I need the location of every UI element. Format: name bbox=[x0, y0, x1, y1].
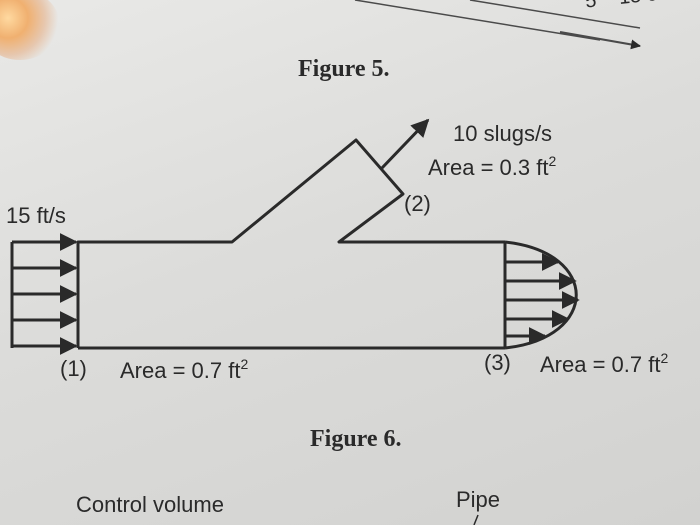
outlet-2-area-text: Area = 0.3 ft bbox=[428, 155, 549, 180]
outlet-2-area-exp: 2 bbox=[548, 153, 557, 169]
inlet-1-area: Area = 0.7 ft2 bbox=[120, 356, 248, 384]
outlet-velocity-profile bbox=[503, 240, 580, 350]
inlet-velocity-label: 15 ft/s bbox=[6, 203, 66, 228]
figure-6-title: Figure 6. bbox=[310, 426, 402, 452]
pipe-label: Pipe bbox=[456, 487, 501, 512]
outlet-3-area: Area = 0.7 ft2 bbox=[540, 350, 668, 378]
outlet-2-area: Area = 0.3 ft2 bbox=[428, 153, 556, 181]
pipe-pointer bbox=[473, 514, 479, 525]
inlet-1-area-text: Area = 0.7 ft bbox=[120, 358, 241, 383]
inlet-1-area-exp: 2 bbox=[240, 356, 249, 372]
inlet-velocity-arrows bbox=[10, 233, 78, 355]
previous-figure-lines bbox=[354, 0, 641, 50]
mass-flow-label: 10 slugs/s bbox=[453, 121, 553, 146]
pipe-outline bbox=[76, 138, 505, 350]
figure-5-title: Figure 5. bbox=[298, 56, 390, 82]
control-volume-label: Control volume bbox=[76, 492, 224, 517]
outlet-3-area-text: Area = 0.7 ft bbox=[540, 352, 661, 377]
outlet-3-area-exp: 2 bbox=[660, 350, 669, 366]
inlet-1-label: (1) bbox=[60, 356, 87, 381]
outlet-3-label: (3) bbox=[484, 350, 511, 375]
outlet-2-label: (2) bbox=[404, 191, 431, 216]
outlet-2-arrow bbox=[380, 118, 430, 170]
